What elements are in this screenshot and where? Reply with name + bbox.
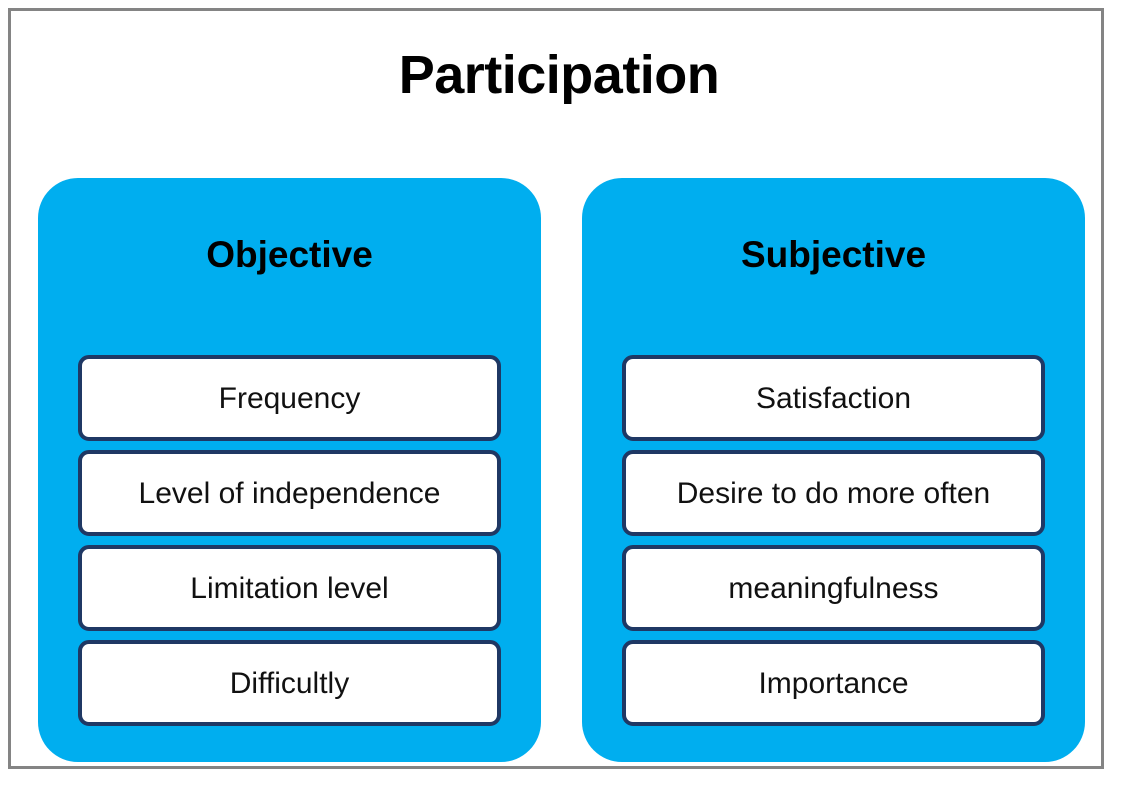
list-item[interactable]: Satisfaction (622, 355, 1045, 441)
list-item-label: Desire to do more often (676, 476, 991, 510)
list-item[interactable]: Importance (622, 640, 1045, 726)
panel-subjective-heading: Subjective (740, 234, 927, 275)
panel-subjective-items: Satisfaction Desire to do more often mea… (622, 355, 1045, 726)
list-item[interactable]: Frequency (78, 355, 501, 441)
list-item[interactable]: Desire to do more often (622, 450, 1045, 536)
panel-objective-items: Frequency Level of independence Limitati… (78, 355, 501, 726)
list-item-label: Frequency (218, 381, 361, 415)
list-item-label: Importance (758, 666, 909, 700)
list-item-label: Satisfaction (755, 381, 912, 415)
panel-objective: Objective Frequency Level of independenc… (38, 178, 541, 762)
list-item[interactable]: Level of independence (78, 450, 501, 536)
list-item-label: Limitation level (190, 571, 389, 605)
list-item-label: meaningfulness (728, 571, 939, 605)
list-item[interactable]: meaningfulness (622, 545, 1045, 631)
page-title: Participation (398, 45, 720, 105)
diagram-frame: Participation Objective Frequency Level … (8, 8, 1104, 769)
list-item[interactable]: Limitation level (78, 545, 501, 631)
panel-subjective: Subjective Satisfaction Desire to do mor… (582, 178, 1085, 762)
panel-objective-heading: Objective (206, 234, 373, 275)
list-item-label: Difficultly (229, 666, 350, 700)
panel-row: Objective Frequency Level of independenc… (38, 178, 1085, 762)
list-item-label: Level of independence (138, 476, 441, 510)
list-item[interactable]: Difficultly (78, 640, 501, 726)
